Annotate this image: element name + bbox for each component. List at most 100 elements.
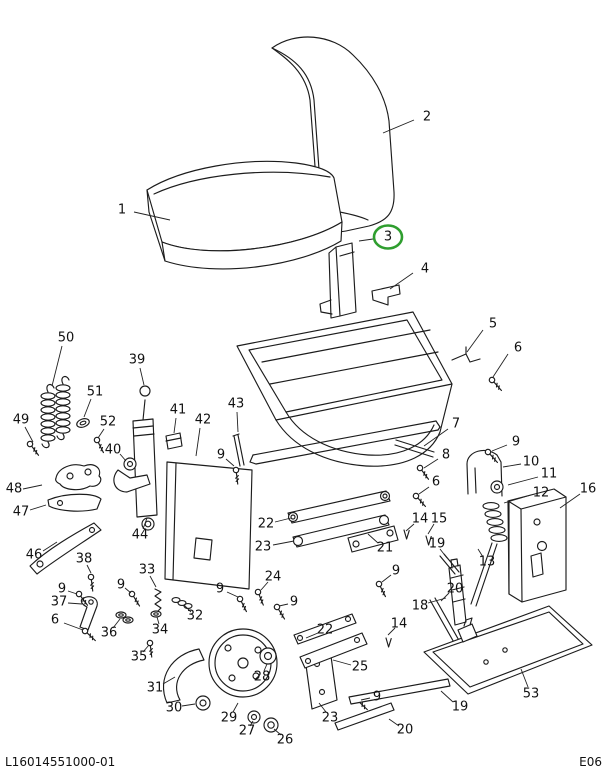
part-label-25: 25 bbox=[352, 660, 369, 675]
part-label-11: 11 bbox=[541, 467, 558, 482]
part-label-9: 9 bbox=[392, 564, 400, 579]
part-label-39: 39 bbox=[129, 353, 146, 368]
part-label-9: 9 bbox=[216, 582, 224, 597]
part-label-31: 31 bbox=[147, 681, 164, 696]
part-label-1: 1 bbox=[118, 203, 126, 218]
leader-line bbox=[559, 493, 581, 509]
leader-line bbox=[423, 458, 439, 469]
part-label-52: 52 bbox=[100, 415, 117, 430]
leader-line bbox=[67, 590, 78, 595]
leader-line bbox=[124, 587, 132, 594]
part-label-19: 19 bbox=[452, 700, 469, 715]
leader-line bbox=[418, 486, 430, 495]
leader-line bbox=[139, 367, 145, 386]
sheet-code: E06 bbox=[579, 755, 602, 769]
leader-line bbox=[382, 119, 415, 134]
part-label-5: 5 bbox=[489, 317, 497, 332]
leader-line bbox=[51, 345, 63, 387]
leader-line bbox=[389, 272, 414, 290]
leader-line bbox=[440, 690, 454, 703]
part-label-38: 38 bbox=[76, 552, 93, 567]
leader-line bbox=[503, 494, 532, 504]
part-label-9: 9 bbox=[217, 448, 225, 463]
leader-line bbox=[423, 428, 449, 447]
part-label-49: 49 bbox=[13, 413, 30, 428]
leader-line bbox=[466, 329, 484, 353]
leader-line bbox=[387, 627, 396, 636]
part-label-30: 30 bbox=[166, 701, 183, 716]
right-bracket-assembly bbox=[429, 449, 567, 647]
part-label-33: 33 bbox=[139, 563, 156, 578]
part-label-23: 23 bbox=[255, 540, 272, 555]
leader-line bbox=[83, 398, 92, 418]
leader-line bbox=[67, 602, 83, 605]
leader-line bbox=[273, 728, 282, 736]
part-label-9: 9 bbox=[58, 582, 66, 597]
part-label-6: 6 bbox=[432, 475, 440, 490]
part-label-10: 10 bbox=[523, 455, 540, 470]
base-plate bbox=[423, 605, 593, 695]
leader-line bbox=[232, 702, 239, 713]
part-label-8: 8 bbox=[442, 448, 450, 463]
leader-line bbox=[272, 540, 295, 546]
part-label-15: 15 bbox=[431, 512, 448, 527]
part-label-22: 22 bbox=[258, 517, 275, 532]
drawing-number: L16014551000-01 bbox=[5, 755, 116, 769]
seat-cushion bbox=[146, 160, 343, 270]
leader-line bbox=[236, 411, 239, 433]
leader-line bbox=[332, 659, 352, 666]
part-label-6: 6 bbox=[51, 613, 59, 628]
part-label-19: 19 bbox=[429, 537, 446, 552]
leader-line bbox=[439, 548, 448, 559]
part-label-47: 47 bbox=[13, 505, 30, 520]
part-label-34: 34 bbox=[152, 623, 169, 638]
leader-line bbox=[388, 718, 400, 727]
leader-line bbox=[427, 523, 435, 535]
part-label-43: 43 bbox=[228, 397, 245, 412]
leader-line bbox=[502, 463, 522, 468]
leader-line bbox=[274, 517, 292, 523]
part-label-9: 9 bbox=[373, 690, 381, 705]
seat-side-bracket bbox=[319, 242, 401, 319]
leader-line bbox=[260, 581, 269, 591]
part-label-6: 6 bbox=[514, 341, 522, 356]
part-label-24: 24 bbox=[265, 570, 282, 585]
part-label-9: 9 bbox=[290, 595, 298, 610]
part-label-53: 53 bbox=[523, 687, 540, 702]
leader-line bbox=[195, 427, 201, 457]
leader-line bbox=[225, 458, 235, 467]
leader-line bbox=[86, 564, 92, 574]
part-label-2: 2 bbox=[423, 110, 431, 125]
leader-line bbox=[156, 616, 160, 625]
suspension-drum bbox=[162, 628, 279, 733]
part-label-9: 9 bbox=[117, 578, 125, 593]
part-label-14: 14 bbox=[412, 512, 429, 527]
leader-line bbox=[97, 428, 105, 439]
leader-line bbox=[162, 676, 176, 685]
part-label-46: 46 bbox=[26, 548, 43, 563]
part-label-7: 7 bbox=[452, 417, 460, 432]
leader-line bbox=[263, 663, 268, 672]
part-label-41: 41 bbox=[170, 403, 187, 418]
part-label-27: 27 bbox=[239, 724, 256, 739]
leader-line bbox=[112, 618, 121, 629]
leader-line bbox=[249, 720, 254, 727]
leader-line bbox=[183, 604, 192, 613]
leader-line bbox=[381, 574, 392, 583]
leader-line bbox=[367, 533, 379, 544]
leader-line bbox=[360, 697, 371, 701]
leader-line bbox=[278, 603, 289, 607]
leader-line bbox=[29, 504, 47, 511]
leader-line bbox=[318, 702, 327, 713]
leader-line bbox=[520, 668, 529, 688]
part-label-42: 42 bbox=[195, 413, 212, 428]
leader-line bbox=[440, 592, 450, 602]
part-label-16: 16 bbox=[580, 482, 597, 497]
part-label-48: 48 bbox=[6, 482, 23, 497]
leader-line bbox=[22, 484, 43, 490]
leader-line bbox=[173, 417, 177, 434]
leader-line bbox=[507, 476, 539, 486]
